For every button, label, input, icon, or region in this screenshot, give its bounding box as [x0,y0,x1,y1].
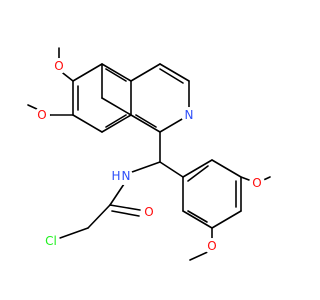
bond [130,63,161,82]
bond [131,161,161,173]
atom-label-oxygen: O [144,205,153,219]
bond [101,114,132,133]
atom-label-hydrogen: H [111,169,120,183]
label-backdrop [181,107,197,123]
label-backdrop [44,233,60,249]
atom-label-nitrogen: N [122,169,131,183]
bond [211,159,242,178]
bond [187,165,209,182]
bond [135,114,157,128]
bond-layer [27,47,271,261]
bond [101,97,132,116]
bond [111,210,140,217]
atom-label-nitrogen: N [185,108,194,122]
bond [101,63,132,82]
bond [109,204,141,211]
atom-label-layer: O O N H N O Cl O O [34,58,265,254]
label-backdrop [249,175,265,191]
bond [159,68,184,84]
bond [59,227,89,239]
atom-label-chlorine: Cl [45,234,57,248]
label-backdrop [51,58,67,74]
bond [105,114,127,128]
atom-label-oxygen: O [252,176,261,190]
label-backdrop [141,204,157,220]
label-backdrop [115,167,133,185]
label-backdrop [34,107,50,123]
bond [72,114,103,133]
bond [105,68,127,82]
bond [159,161,184,178]
bond [187,210,208,223]
atom-label-oxygen: O [37,108,46,122]
molecule-structure: O O N H N O Cl O O [27,47,271,261]
atom-label-oxygen: O [54,59,63,73]
bond [182,159,213,178]
bond [130,114,161,133]
label-backdrop [204,238,220,254]
bond [159,63,190,82]
atom-label-oxygen: O [207,239,216,253]
bond [182,210,213,229]
bond [211,210,242,229]
bond [87,204,111,229]
bond [72,63,103,82]
